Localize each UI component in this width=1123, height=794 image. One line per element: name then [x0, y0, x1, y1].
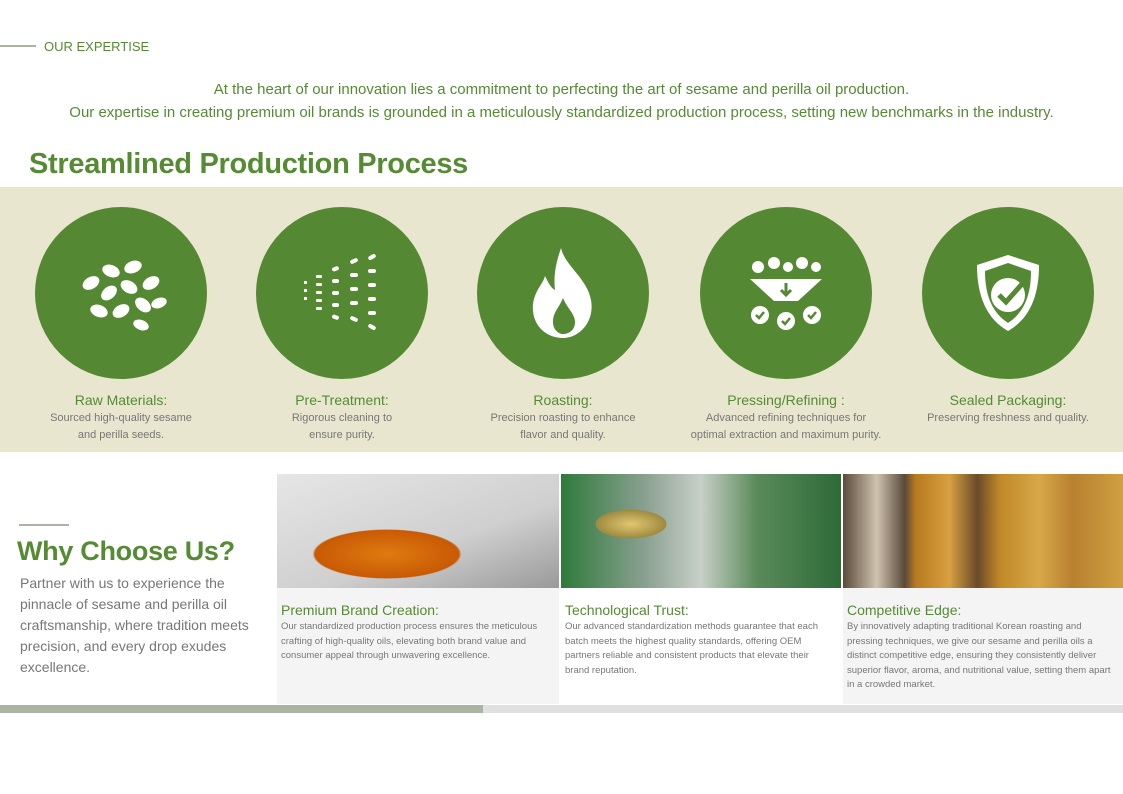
oil-spoon-image — [277, 474, 559, 588]
eyebrow-label: OUR EXPERTISE — [44, 39, 150, 54]
progress-bar-track — [483, 705, 1123, 713]
factory-machine-image — [561, 474, 841, 588]
card-text: Our advanced standardization methods gua… — [565, 621, 818, 676]
step-raw-materials: Raw Materials: Sourced high-quality sesa… — [11, 207, 231, 444]
intro-line: Our expertise in creating premium oil br… — [69, 104, 1054, 121]
spray-icon — [256, 207, 428, 379]
process-title: Streamlined Production Process — [29, 148, 469, 180]
card-premium-brand: Premium Brand Creation: Our standardized… — [277, 474, 559, 704]
eyebrow-divider — [0, 45, 36, 47]
step-pressing-refining: Pressing/Refining : Advanced refining te… — [676, 207, 896, 444]
step-sealed-packaging: Sealed Packaging: Preserving freshness a… — [898, 207, 1118, 427]
why-text: Partner with us to experience the pinnac… — [20, 575, 249, 675]
card-competitive-edge: Competitive Edge: By innovatively adapti… — [843, 474, 1123, 704]
card-technological-trust: Technological Trust: Our advanced standa… — [561, 474, 841, 704]
card-text: By innovatively adapting traditional Kor… — [847, 621, 1111, 690]
step-title: Roasting: — [533, 392, 593, 408]
intro-line: At the heart of our innovation lies a co… — [213, 81, 910, 98]
shield-check-icon — [922, 207, 1094, 379]
why-title: Why Choose Us? — [17, 536, 235, 566]
card-title: Premium Brand Creation: — [281, 602, 439, 618]
step-title: Pressing/Refining : — [727, 392, 845, 408]
filter-funnel-icon — [700, 207, 872, 379]
flame-icon — [477, 207, 649, 379]
oil-bottles-image — [843, 474, 1123, 588]
card-title: Competitive Edge: — [847, 602, 962, 618]
why-divider — [19, 524, 69, 526]
step-title: Raw Materials: — [74, 392, 168, 408]
step-title: Sealed Packaging: — [949, 392, 1067, 408]
card-text: Our standardized production process ensu… — [281, 621, 538, 661]
seeds-icon — [35, 207, 207, 379]
card-title: Technological Trust: — [565, 602, 689, 618]
step-title: Pre-Treatment: — [295, 392, 389, 408]
step-desc: Preserving freshness and quality. — [927, 412, 1089, 424]
intro-text: At the heart of our innovation lies a co… — [0, 78, 1123, 124]
progress-bar-fill — [0, 705, 483, 713]
